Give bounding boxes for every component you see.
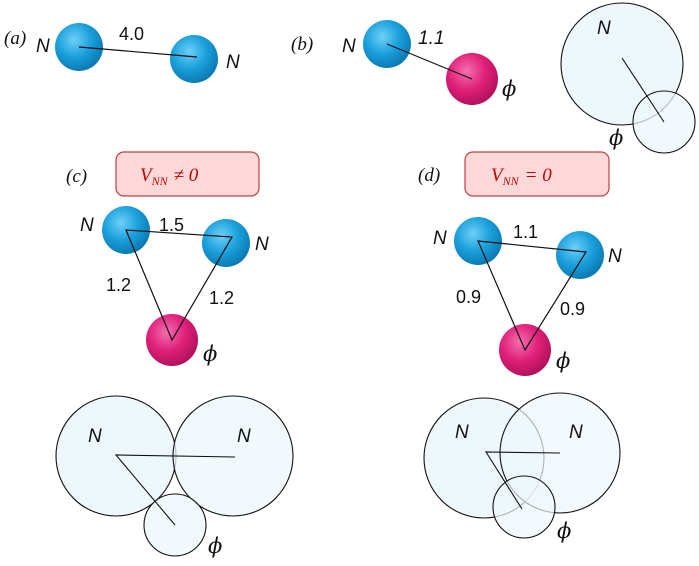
nucleon-label: N [433, 228, 447, 249]
panel-d: (d) VNN= 0 N N ϕ 1.1 0.9 0.9 N N ϕ [418, 151, 622, 543]
nucleon-label: N [455, 422, 469, 443]
nucleon-sphere [202, 219, 250, 267]
triangle-bonds [477, 240, 588, 352]
meson-label: ϕ [208, 534, 222, 558]
overlap-lines [484, 451, 561, 510]
meson-cloud [492, 475, 556, 539]
potential-box [115, 151, 260, 197]
bond-line [78, 46, 198, 58]
nucleon-label: N [88, 426, 102, 447]
potential-expression: VNN≠ 0 [140, 165, 199, 188]
nucleon-label: N [36, 36, 50, 57]
meson-label: ϕ [609, 126, 623, 150]
distance-label: 1.1 [513, 222, 538, 242]
panel-c-label: (c) [66, 166, 87, 187]
distance-label: 1.5 [159, 215, 184, 235]
panel-d-label: (d) [418, 165, 440, 186]
nucleon-sphere [170, 35, 218, 83]
distance-label: 4.0 [119, 24, 144, 44]
potential-box [464, 151, 610, 197]
meson-label: ϕ [556, 349, 570, 373]
distance-label: 0.9 [456, 287, 481, 307]
distance-label: 1.2 [106, 275, 131, 295]
distance-label: 1.1 [418, 28, 444, 49]
nucleon-label: N [342, 36, 356, 57]
bond-line [386, 43, 473, 80]
panel-b: (b) N 1.1 ϕ N ϕ [291, 2, 696, 154]
panel-a-label: (a) [4, 28, 26, 49]
nucleon-label: N [80, 215, 94, 236]
nucleon-label: N [226, 52, 240, 73]
meson-label: ϕ [203, 342, 217, 366]
nucleon-label: N [569, 422, 583, 443]
distance-label: 0.9 [560, 299, 585, 319]
potential-expression: VNN= 0 [491, 165, 552, 188]
nucleon-label: N [597, 18, 611, 39]
nucleon-label: N [608, 246, 622, 267]
distance-label: 1.2 [209, 288, 234, 308]
nucleon-sphere [556, 231, 604, 279]
panel-c: (c) VNN≠ 0 N N ϕ 1.5 1.2 1.2 N N ϕ [55, 151, 294, 558]
meson-label: ϕ [502, 77, 516, 101]
meson-label: ϕ [557, 519, 571, 543]
overlap-lines [114, 454, 236, 526]
panel-a: (a) N N 4.0 [4, 23, 240, 83]
panel-b-label: (b) [291, 34, 313, 55]
nucleon-label: N [237, 426, 251, 447]
triangle-bonds [125, 229, 234, 342]
nucleon-label: N [255, 234, 269, 255]
overlap-line [621, 57, 665, 123]
